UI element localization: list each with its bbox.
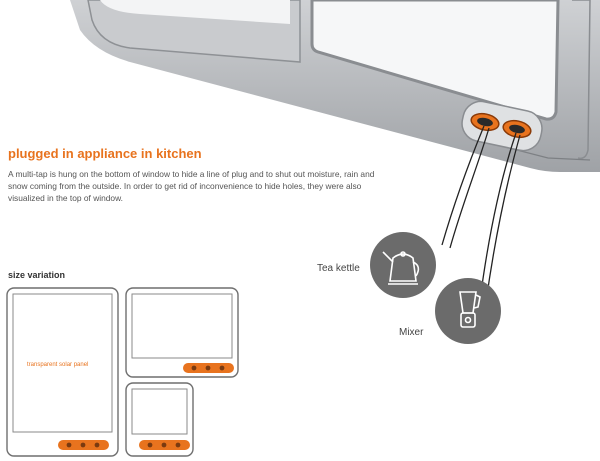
page-title: plugged in appliance in kitchen xyxy=(8,146,202,161)
multi-tap xyxy=(461,100,543,152)
blender-icon xyxy=(459,291,481,328)
kettle-icon xyxy=(382,251,420,285)
solar-panel-label: transparent solar panel xyxy=(27,362,89,368)
panel-medium xyxy=(125,287,239,378)
panel-small xyxy=(125,382,194,457)
mixer-callout xyxy=(435,278,501,344)
tea-kettle-label: Tea kettle xyxy=(317,263,360,274)
tea-kettle-callout xyxy=(370,232,436,298)
size-variation-title: size variation xyxy=(8,270,66,280)
window-frame-illustration xyxy=(70,0,600,172)
description-text: A multi-tap is hung on the bottom of win… xyxy=(8,169,375,203)
panel-large xyxy=(6,287,119,457)
mixer-label: Mixer xyxy=(399,327,424,338)
